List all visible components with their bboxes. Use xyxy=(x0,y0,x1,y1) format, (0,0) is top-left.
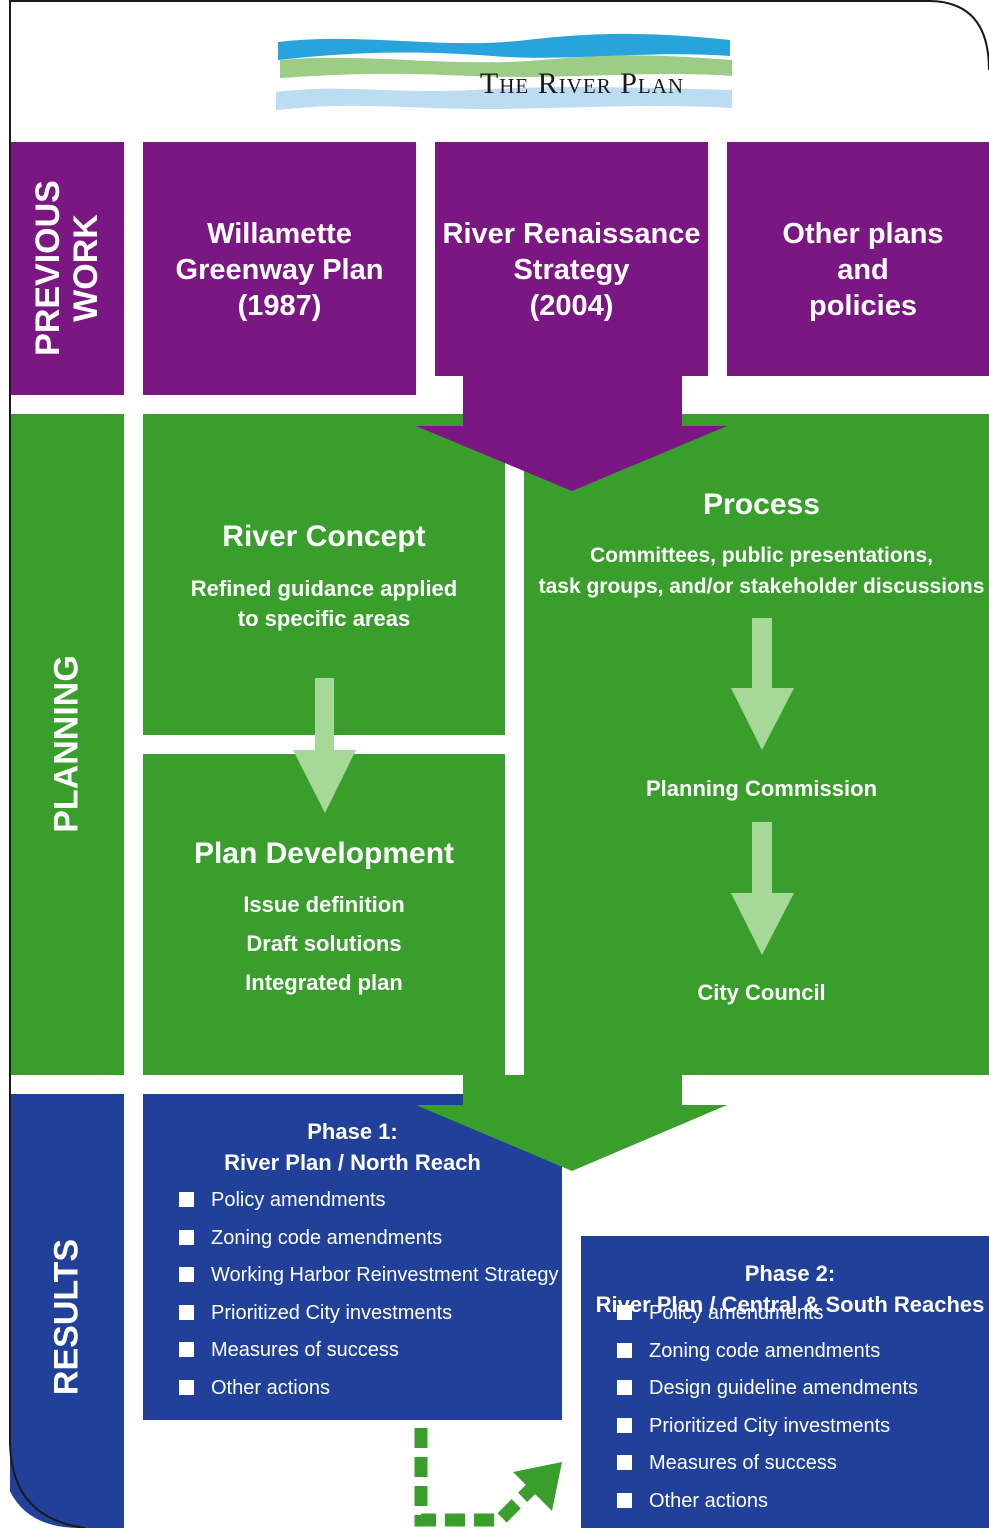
list-item: Measures of success xyxy=(179,1332,559,1370)
square-bullet-icon xyxy=(179,1304,194,1320)
square-bullet-icon xyxy=(179,1267,194,1283)
square-bullet-icon xyxy=(617,1492,632,1508)
list-item: Other actions xyxy=(179,1370,559,1408)
square-bullet-icon xyxy=(617,1455,632,1471)
list-item: Policy amendments xyxy=(179,1182,559,1220)
list-item: Measures of success xyxy=(617,1445,918,1483)
phase1-title: Phase 1: River Plan / North Reach xyxy=(224,1119,481,1175)
list-item: Zoning code amendments xyxy=(179,1220,559,1258)
square-bullet-icon xyxy=(179,1229,194,1245)
phase1-list: Policy amendments Zoning code amendments… xyxy=(179,1182,559,1408)
list-item: Prioritized City investments xyxy=(179,1295,559,1333)
list-item: Other actions xyxy=(617,1483,918,1521)
square-bullet-icon xyxy=(179,1192,194,1207)
square-bullet-icon xyxy=(179,1342,194,1358)
list-item: Working Harbor Reinvestment Strategy xyxy=(179,1257,559,1295)
square-bullet-icon xyxy=(179,1379,194,1395)
